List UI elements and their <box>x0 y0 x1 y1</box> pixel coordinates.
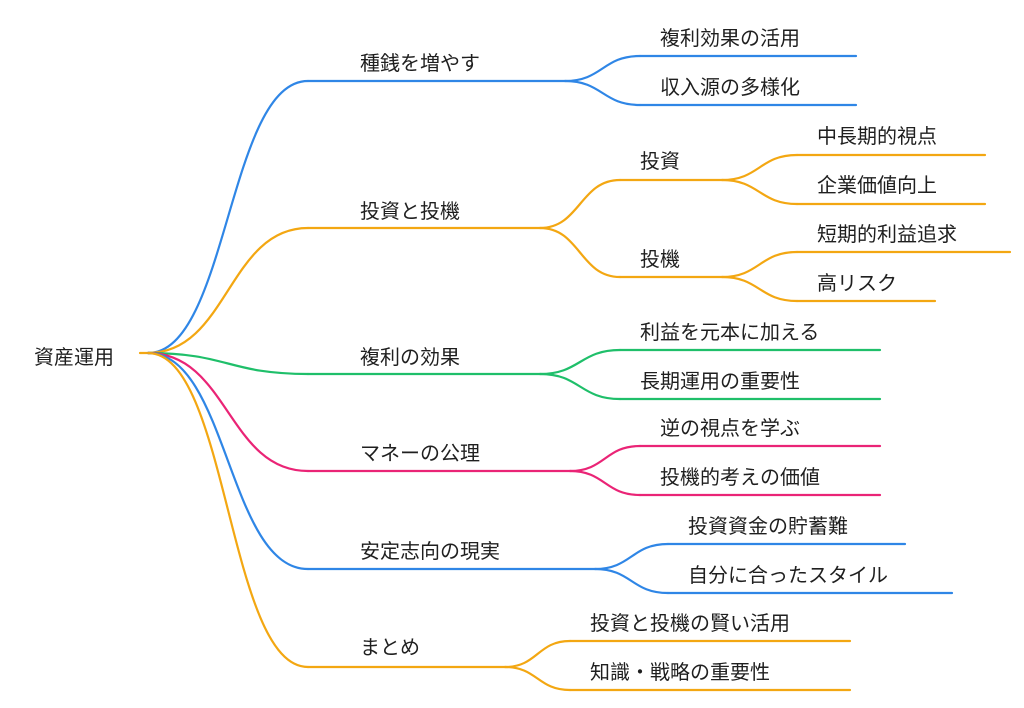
branch-3-leaf-1-label: 利益を元本に加える <box>640 320 819 344</box>
node-labels: 資産運用 種銭を増やす 複利効果の活用 収入源の多様化 投資と投機 投資 中長期… <box>34 26 957 684</box>
branch-3-connector <box>146 351 310 376</box>
branch-3-leaf-2-connector <box>538 372 622 401</box>
branch-2-sub-2-leaf-1-connector <box>720 250 799 279</box>
branch-2-connector <box>146 226 310 355</box>
branch-2-sub-2-leaf-2-label: 高リスク <box>817 271 897 295</box>
branch-3-leaf-2-label: 長期運用の重要性 <box>640 369 800 393</box>
branch-2-sub-2-connector <box>538 226 622 279</box>
branch-1-leaf-1-label: 複利効果の活用 <box>660 26 800 50</box>
branch-6-label: まとめ <box>360 635 420 659</box>
branch-1-leaf-2-connector <box>563 79 642 107</box>
branch-5-connector <box>146 351 310 571</box>
branch-3-label: 複利の効果 <box>360 345 460 369</box>
branch-5-leaf-2-connector <box>593 567 670 595</box>
root-node-label: 資産運用 <box>34 345 114 369</box>
branch-6-leaf-2-label: 知識・戦略の重要性 <box>590 660 770 684</box>
branch-1-leaf-2-label: 収入源の多様化 <box>660 75 800 99</box>
branch-3-leaf-1-connector <box>538 348 622 376</box>
branch-4-leaf-2-connector <box>568 469 642 497</box>
branch-5-label: 安定志向の現実 <box>360 539 500 563</box>
connector-lines <box>138 54 1012 692</box>
branch-2-sub-1-leaf-1-label: 中長期的視点 <box>817 124 937 148</box>
branch-6-leaf-2-connector <box>503 665 572 692</box>
branch-4-connector <box>146 351 310 473</box>
branch-2-sub-1-connector <box>538 178 622 230</box>
branch-6-leaf-1-connector <box>503 639 572 669</box>
branch-4-label: マネーの公理 <box>360 441 480 465</box>
branch-6-connector <box>146 351 310 669</box>
branch-2-sub-2-leaf-2-connector <box>720 275 799 303</box>
branch-1-label: 種銭を増やす <box>360 51 480 75</box>
branch-2-sub-2-label: 投機 <box>640 247 680 271</box>
branch-2-sub-1-leaf-2-label: 企業価値向上 <box>817 173 937 197</box>
branch-4-leaf-1-connector <box>568 444 642 473</box>
branch-5-leaf-1-connector <box>593 542 670 571</box>
branch-4-leaf-2-label: 投機的考えの価値 <box>660 465 820 489</box>
branch-2-sub-1-leaf-1-connector <box>720 153 799 182</box>
branch-2-sub-1-label: 投資 <box>640 149 680 173</box>
branch-5-leaf-2-label: 自分に合ったスタイル <box>688 563 888 587</box>
branch-4-leaf-1-label: 逆の視点を学ぶ <box>660 416 800 440</box>
branch-2-sub-1-leaf-2-connector <box>720 178 799 206</box>
branch-2-sub-2-leaf-1-label: 短期的利益追求 <box>817 222 957 246</box>
branch-2-label: 投資と投機 <box>360 199 460 223</box>
branch-6-leaf-1-label: 投資と投機の賢い活用 <box>590 611 790 635</box>
branch-5-leaf-1-label: 投資資金の貯蓄難 <box>688 514 848 538</box>
branch-1-leaf-1-connector <box>563 54 642 83</box>
branch-1-connector <box>146 79 310 355</box>
